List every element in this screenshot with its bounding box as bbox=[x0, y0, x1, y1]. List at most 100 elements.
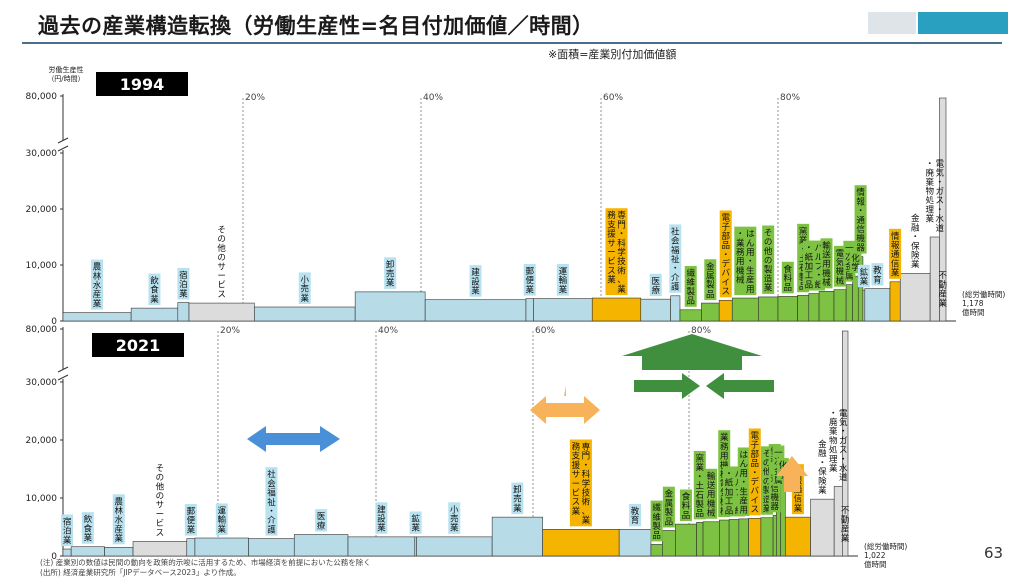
industry-bar bbox=[772, 515, 777, 557]
industry-label-char: 便 bbox=[525, 275, 534, 286]
y-tick-label: 0 bbox=[51, 317, 57, 327]
industry-label-char: 品 bbox=[686, 297, 695, 307]
industry-label-bg bbox=[748, 428, 761, 516]
industry-label-bg bbox=[523, 264, 536, 296]
industry-label-char: 維 bbox=[652, 512, 661, 523]
industry-label-char: イ bbox=[751, 496, 760, 506]
y-tick-label: 80,000 bbox=[26, 325, 58, 335]
industry-label-char: 品 bbox=[652, 531, 661, 541]
industry-label-char: の bbox=[763, 477, 772, 487]
industry-label-char: 情 bbox=[856, 187, 865, 198]
industry-label-char: 電 bbox=[936, 159, 945, 169]
industry-label-char: 機 bbox=[770, 492, 779, 503]
industry-label-char: 金 bbox=[818, 439, 827, 450]
industry-label-char: ・ bbox=[815, 271, 824, 281]
industry-label-char: 業 bbox=[582, 515, 591, 526]
industry-label-char: 不 bbox=[841, 506, 850, 516]
y-tick-label: 30,000 bbox=[26, 378, 58, 388]
industry-label-char: ・ bbox=[829, 409, 838, 419]
industry-label-char: 科 bbox=[617, 238, 626, 249]
industry-label-char: 報 bbox=[891, 241, 900, 251]
industry-label-char: プ bbox=[815, 262, 824, 272]
industry-label-char: 社 bbox=[671, 226, 680, 237]
industry-bar bbox=[728, 519, 740, 557]
industry-label-bg bbox=[556, 264, 569, 296]
industry-label-char: 業 bbox=[513, 503, 522, 514]
industry-label-char: 業 bbox=[764, 283, 773, 294]
industry-label-char: 業 bbox=[450, 523, 459, 534]
industry-bar bbox=[738, 518, 749, 557]
industry-label-char: 属 bbox=[774, 476, 783, 486]
industry-bar bbox=[186, 538, 196, 557]
industry-bar bbox=[777, 296, 798, 322]
industry-label-char: 他 bbox=[217, 243, 226, 254]
industry-label-char: 福 bbox=[671, 245, 680, 256]
industry-label-char: ス bbox=[217, 290, 226, 300]
industry-label-char: ー bbox=[156, 510, 165, 520]
industry-label-char: 属 bbox=[665, 499, 674, 509]
industry-label-char: 業 bbox=[763, 504, 772, 515]
industry-label-char: 信 bbox=[770, 483, 779, 494]
industry-label-char: 泊 bbox=[63, 526, 72, 537]
y-axis-break-mark bbox=[57, 366, 69, 373]
industry-bar bbox=[491, 516, 543, 557]
industry-label-char: 業 bbox=[115, 533, 124, 544]
industry-label-char: 土 bbox=[696, 481, 705, 492]
industry-label-char: 療 bbox=[651, 285, 660, 296]
industry-label-char: 品 bbox=[725, 506, 734, 516]
industry-label-bg bbox=[384, 257, 397, 289]
industry-label-char: 生 bbox=[740, 486, 749, 497]
industry-label-char: 廃 bbox=[926, 168, 935, 179]
industry-bar bbox=[618, 529, 652, 557]
y-tick-label: 10,000 bbox=[26, 261, 58, 271]
industry-bar bbox=[194, 537, 249, 557]
industry-label-char: 業 bbox=[607, 275, 616, 286]
industry-label-char: 売 bbox=[513, 494, 522, 505]
industry-label-char: 輸 bbox=[822, 240, 831, 251]
industry-label-char: 支 bbox=[572, 451, 581, 462]
industry-label-bg bbox=[737, 447, 750, 516]
industry-label-char: 理 bbox=[829, 455, 838, 465]
up-arrow-green bbox=[622, 334, 762, 370]
y-tick-label: 0 bbox=[51, 552, 57, 562]
industry-label-char: 窯 bbox=[696, 453, 705, 464]
industry-label-char: 産 bbox=[841, 524, 850, 535]
industry-label-char: ス bbox=[936, 196, 945, 206]
industry-label-bg bbox=[679, 489, 692, 522]
industry-bar bbox=[696, 522, 704, 557]
industry-bar bbox=[701, 302, 720, 322]
industry-label-char: 電 bbox=[839, 409, 848, 419]
footnote: (注) 産業別の数値は民間の動向を政策的示唆に活用するため、市場経済を前提におい… bbox=[40, 558, 371, 578]
industry-bar bbox=[104, 546, 134, 557]
industry-label-char: ・ bbox=[267, 507, 276, 517]
industry-label-char: 産 bbox=[93, 289, 102, 300]
industry-label-char: ・ bbox=[751, 468, 760, 478]
industry-label-char: 療 bbox=[317, 520, 326, 531]
industry-label-char: 他 bbox=[763, 467, 772, 478]
industry-label-char: 業 bbox=[818, 485, 827, 496]
industry-label-char: 製 bbox=[764, 264, 773, 275]
industry-label-char: 道 bbox=[936, 223, 945, 234]
industry-label-char: 紙 bbox=[725, 478, 734, 489]
industry-label-char: 部 bbox=[721, 231, 730, 242]
industry-label-char: 動 bbox=[841, 514, 850, 525]
industry-label-char: 卸 bbox=[386, 259, 395, 270]
percent-label: 80% bbox=[691, 326, 711, 336]
industry-label-char: の bbox=[156, 473, 165, 483]
industry-label-char: ・ bbox=[911, 233, 920, 243]
industry-label-char: 業 bbox=[911, 259, 920, 270]
industry-label-bg bbox=[802, 240, 825, 291]
industry-label-bg bbox=[734, 226, 757, 296]
industry-bar bbox=[662, 530, 676, 557]
industry-label-char: ス bbox=[721, 287, 730, 297]
industry-label-char: 業 bbox=[559, 284, 568, 295]
industry-bar bbox=[718, 299, 733, 322]
industry-label-char: 産 bbox=[746, 275, 755, 286]
industry-label-char: 機 bbox=[836, 266, 845, 277]
industry-label-char: 機 bbox=[707, 498, 716, 509]
industry-label-char: そ bbox=[763, 449, 772, 459]
industry-label-char: 品 bbox=[665, 517, 674, 527]
footnote-note: (注) 産業別の数値は民間の動向を政策的示唆に活用するため、市場経済を前提におい… bbox=[40, 558, 371, 567]
industry-bar bbox=[248, 538, 295, 557]
